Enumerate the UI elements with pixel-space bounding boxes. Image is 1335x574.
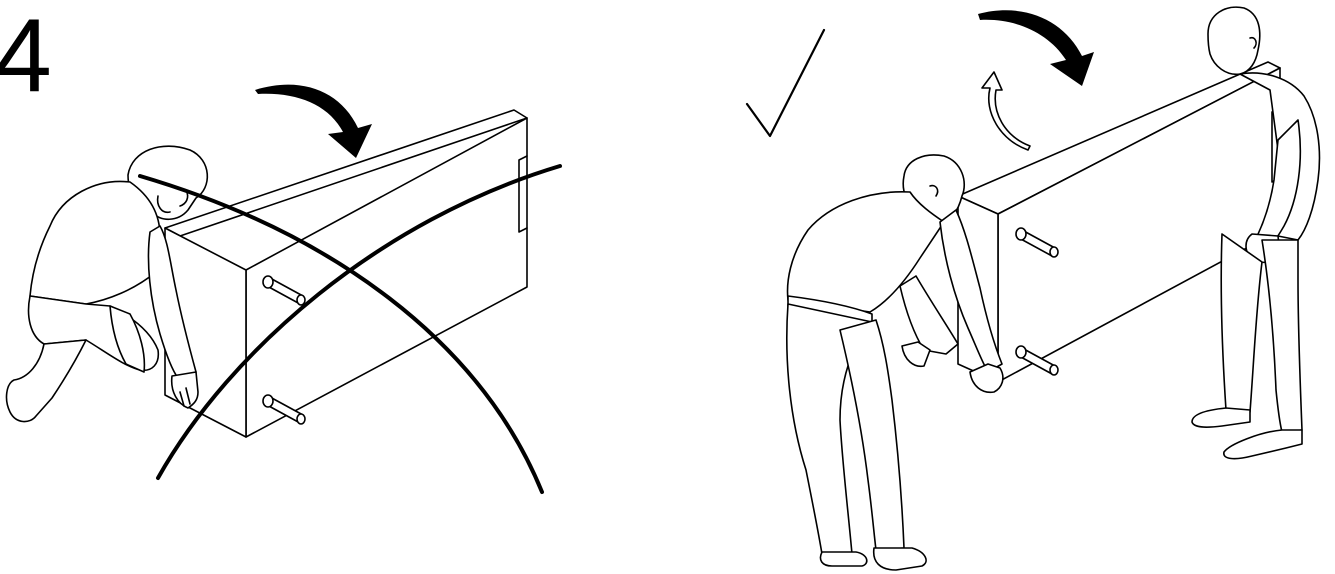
- back-lifting-person: [1191, 6, 1321, 460]
- incorrect-panel: [5, 84, 562, 494]
- dowel-top-right: [1015, 227, 1059, 258]
- rotate-arrow-large-icon: [978, 10, 1094, 87]
- correct-check-icon: [745, 28, 826, 138]
- dowel-bottom: [262, 394, 306, 425]
- correct-panel: [745, 6, 1321, 571]
- dowel-bottom-right: [1015, 345, 1059, 376]
- rotate-arrow-icon: [255, 84, 372, 158]
- step-number: 4: [0, 0, 52, 114]
- dowel-top: [262, 275, 306, 306]
- rotate-arrow-small-icon: [981, 71, 1031, 151]
- incorrect-cross-mark: [138, 164, 562, 494]
- front-lifting-person: [786, 154, 1004, 571]
